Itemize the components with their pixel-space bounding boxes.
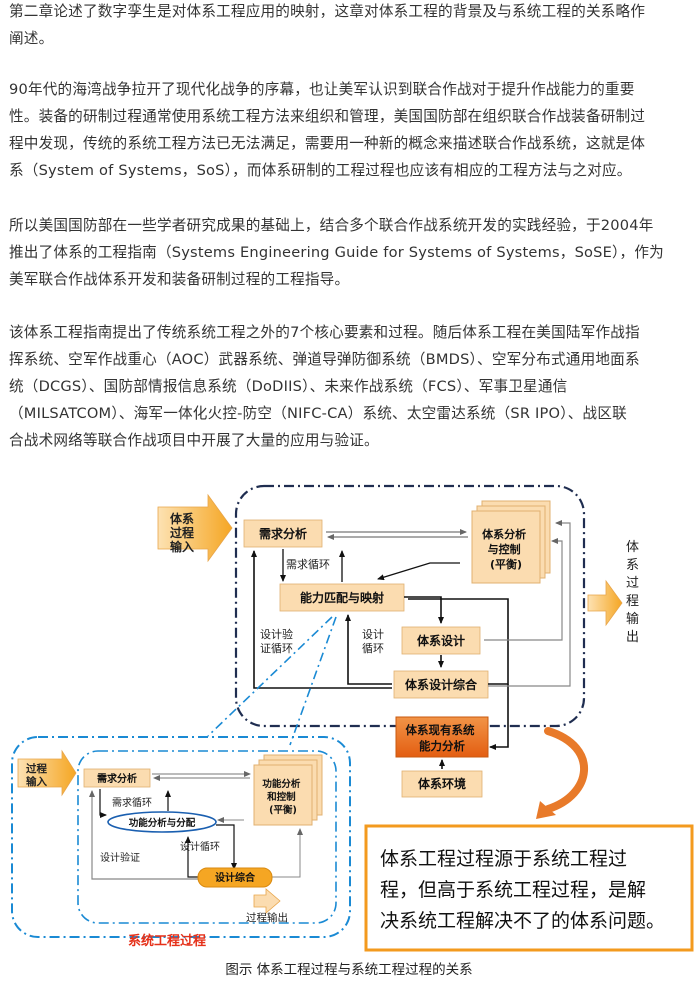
paragraph-line: 美军联合作战体系开发和装备研制过程的工程指导。 — [9, 271, 350, 288]
paragraph-line: 性。装备的研制过程通常使用系统工程方法来组织和管理，美国国防部在组织联合作战装备… — [9, 108, 646, 125]
svg-text:功能分析 和控制 (平衡): 功能分析 和控制 (平衡) — [262, 778, 303, 816]
paragraph-line: （MILSATCOM）、海军一体化火控-防空（NIFC-CA）系统、太空雷达系统… — [9, 405, 627, 422]
se-req-loop-label: 需求循环 — [112, 796, 152, 809]
paragraph-line: 90年代的海湾战争拉开了现代化战争的序幕，也让美军认识到联合作战对于提升作战能力… — [9, 81, 635, 98]
paragraph-line: 合战术网络等联合作战项目中开展了大量的应用与验证。 — [9, 432, 379, 449]
se-func-analysis-oval: 功能分析与分配 — [107, 811, 217, 833]
svg-text:体系现有系统 能力分析: 体系现有系统 能力分析 — [405, 723, 478, 753]
se-outer-dashed-boundary — [11, 736, 351, 938]
sos-input-label: 体系 过程 输入 — [170, 511, 198, 554]
se-output-arrow — [253, 888, 281, 914]
figure-caption: 图示 体系工程过程与系统工程过程的关系 — [225, 962, 473, 978]
curved-orange-arrow — [544, 727, 589, 813]
se-input-arrow — [17, 749, 77, 797]
svg-text:需求分析: 需求分析 — [259, 526, 307, 541]
paragraph-gulf-war: 90年代的海湾战争拉开了现代化战争的序幕，也让美军认识到联合作战对于提升作战能力… — [9, 76, 689, 184]
svg-text:功能分析与分配: 功能分析与分配 — [129, 817, 196, 829]
paragraph-line: 阐述。 — [9, 30, 54, 47]
se-design-synthesis-box: 设计综合 — [197, 867, 273, 888]
paragraph-line: 统（DCGS）、国防部情报信息系统（DoDIIS）、未来作战系统（FCS）、军事… — [9, 378, 568, 395]
svg-text:体系分析 与控制 (平衡): 体系分析 与控制 (平衡) — [482, 527, 530, 571]
se-analysis-control-stack: 功能分析 和控制 (平衡) — [253, 754, 323, 826]
sos-req-loop-label: 需求循环 — [286, 558, 330, 571]
sos-se-relationship-figure: 体系 过程 输入 体 系 过 程 输 出 需求分析 体系分析 与控制 (平衡) … — [0, 475, 698, 955]
svg-text:体系工程过程源于系统工程过 程，但高于系统工程过: 体系工程过程源于系统工程过 程，但高于系统工程过程，是解 决系统工程解决不了的体… — [380, 848, 665, 932]
svg-text:体系环境: 体系环境 — [418, 776, 466, 791]
svg-text:体系设计: 体系设计 — [417, 633, 465, 648]
sos-environment-box: 体系环境 — [401, 770, 483, 798]
sos-capability-match-box: 能力匹配与映射 — [279, 583, 405, 612]
sos-req-analysis-box: 需求分析 — [243, 519, 323, 548]
sos-design-synthesis-box: 体系设计综合 — [393, 670, 489, 699]
sos-analysis-control-stack: 体系分析 与控制 (平衡) — [471, 500, 551, 584]
se-output-label: 过程输出 — [246, 911, 288, 924]
paragraph-dod-guide: 所以美国国防部在一些学者研究成果的基础上，结合多个联合作战系统开发的实践经验，于… — [9, 212, 689, 293]
sos-input-arrow — [157, 493, 233, 563]
se-input-label: 过程 输入 — [26, 762, 51, 788]
sos-existing-capability-box: 体系现有系统 能力分析 — [395, 716, 489, 758]
svg-text:设计综合: 设计综合 — [215, 871, 256, 884]
svg-text:需求分析: 需求分析 — [97, 772, 137, 785]
paragraph-line: 所以美国国防部在一些学者研究成果的基础上，结合多个联合作战系统开发的实践经验，于… — [9, 217, 654, 234]
callout-box: 体系工程过程源于系统工程过 程，但高于系统工程过程，是解 决系统工程解决不了的体… — [364, 824, 694, 952]
sos-output-label: 体 系 过 程 输 出 — [626, 540, 643, 645]
se-design-loop-label: 设计循环 — [180, 840, 220, 853]
sos-output-arrow — [587, 579, 623, 627]
se-req-analysis-box: 需求分析 — [83, 768, 151, 788]
se-process-label: 系统工程过程 — [128, 933, 206, 949]
paragraph-line: 推出了体系的工程指南（Systems Engineering Guide for… — [9, 244, 664, 261]
paragraph-line: 程中发现，传统的系统工程方法已无法满足，需要用一种新的概念来描述联合作战系统，这… — [9, 135, 646, 152]
sos-design-loop-label: 设计 循环 — [362, 628, 388, 655]
sos-design-box: 体系设计 — [401, 626, 481, 655]
paragraph-chapter-two: 第二章论述了数字孪生是对体系工程应用的映射，这章对体系工程的背景及与系统工程的关… — [9, 0, 689, 52]
paragraph-line: 挥系统、空军作战重心（AOC）武器系统、弹道导弹防御系统（BMDS）、空军分布式… — [9, 351, 640, 368]
svg-text:体系设计综合: 体系设计综合 — [405, 677, 478, 692]
svg-text:能力匹配与映射: 能力匹配与映射 — [300, 590, 384, 605]
paragraph-line: 该体系工程指南提出了传统系统工程之外的7个核心要素和过程。随后体系工程在美国陆军… — [9, 324, 640, 341]
paragraph-line: 系（System of Systems，SoS），而体系研制的工程过程也应该有相… — [9, 162, 632, 179]
se-design-verify-label: 设计验证 — [100, 851, 140, 864]
sos-design-verify-loop-label: 设计验 证循环 — [260, 627, 297, 655]
paragraph-line: 第二章论述了数字孪生是对体系工程应用的映射，这章对体系工程的背景及与系统工程的关… — [9, 3, 646, 20]
paragraph-core-elements: 该体系工程指南提出了传统系统工程之外的7个核心要素和过程。随后体系工程在美国陆军… — [9, 319, 689, 454]
se-inner-dashed-boundary — [77, 750, 337, 924]
